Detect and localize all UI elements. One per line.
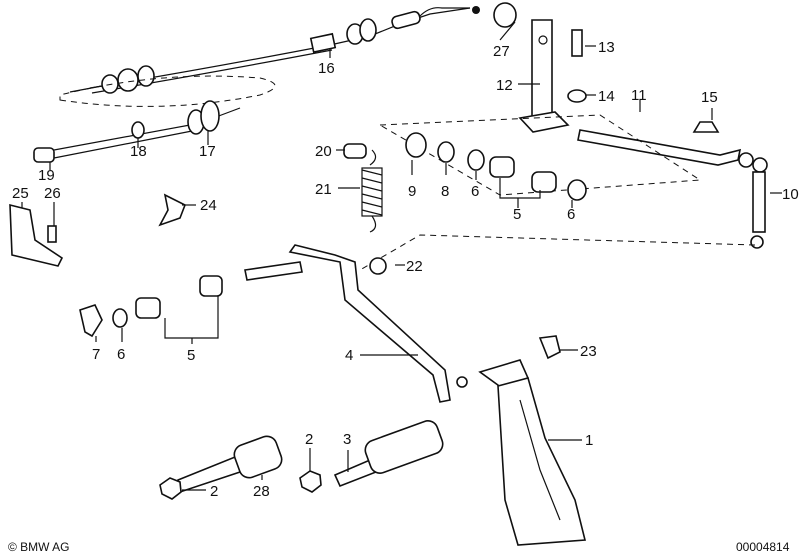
callout-5b: 5 xyxy=(187,347,195,364)
accelerator-pedal xyxy=(478,335,587,546)
throttle-cable xyxy=(59,6,480,107)
callout-27: 27 xyxy=(493,43,510,60)
callout-26: 26 xyxy=(44,185,61,202)
callout-8: 8 xyxy=(441,183,449,200)
callout-9: 9 xyxy=(408,183,416,200)
footer: © BMW AG 00004814 xyxy=(8,540,790,554)
callout-1: 1 xyxy=(585,432,593,449)
callout-10: 10 xyxy=(782,186,799,203)
callout-15: 15 xyxy=(701,89,718,106)
pedal-stops xyxy=(159,420,444,500)
bushing-row-lower xyxy=(79,275,223,338)
callout-7: 7 xyxy=(92,346,100,363)
callout-12: 12 xyxy=(496,77,513,94)
callout-5a: 5 xyxy=(513,206,521,223)
bushing-row-upper xyxy=(405,132,587,201)
callout-13: 13 xyxy=(598,39,615,56)
bracket-assembly xyxy=(493,2,587,133)
callout-28: 28 xyxy=(253,483,270,500)
copyright-text: © BMW AG xyxy=(8,540,70,554)
pedal-lever xyxy=(244,244,468,403)
callout-21: 21 xyxy=(315,181,332,198)
callout-3: 3 xyxy=(343,431,351,448)
callout-4: 4 xyxy=(345,347,353,364)
diagram-id: 00004814 xyxy=(736,540,790,554)
callout-24: 24 xyxy=(200,197,217,214)
callout-20: 20 xyxy=(315,143,332,160)
callout-19: 19 xyxy=(38,167,55,184)
callout-6b: 6 xyxy=(567,206,575,223)
callout-18: 18 xyxy=(130,143,147,160)
callout-22: 22 xyxy=(406,258,423,275)
leader-lines xyxy=(21,21,782,491)
callout-2a: 2 xyxy=(305,431,313,448)
callout-25: 25 xyxy=(12,185,29,202)
cable-lower xyxy=(33,100,241,163)
callout-23: 23 xyxy=(580,343,597,360)
callout-16: 16 xyxy=(318,60,335,77)
callout-2b: 2 xyxy=(210,483,218,500)
callout-labels: 27 13 12 14 11 15 10 16 18 17 19 20 21 9… xyxy=(12,39,799,500)
lever-shaft xyxy=(378,114,754,196)
spring-assembly xyxy=(343,143,383,233)
callout-6c: 6 xyxy=(117,346,125,363)
clip-bracket-group xyxy=(9,193,187,267)
callout-17: 17 xyxy=(199,143,216,160)
callout-11: 11 xyxy=(631,87,647,104)
push-rod xyxy=(359,157,768,271)
callout-14: 14 xyxy=(598,88,615,105)
callout-6a: 6 xyxy=(471,183,479,200)
